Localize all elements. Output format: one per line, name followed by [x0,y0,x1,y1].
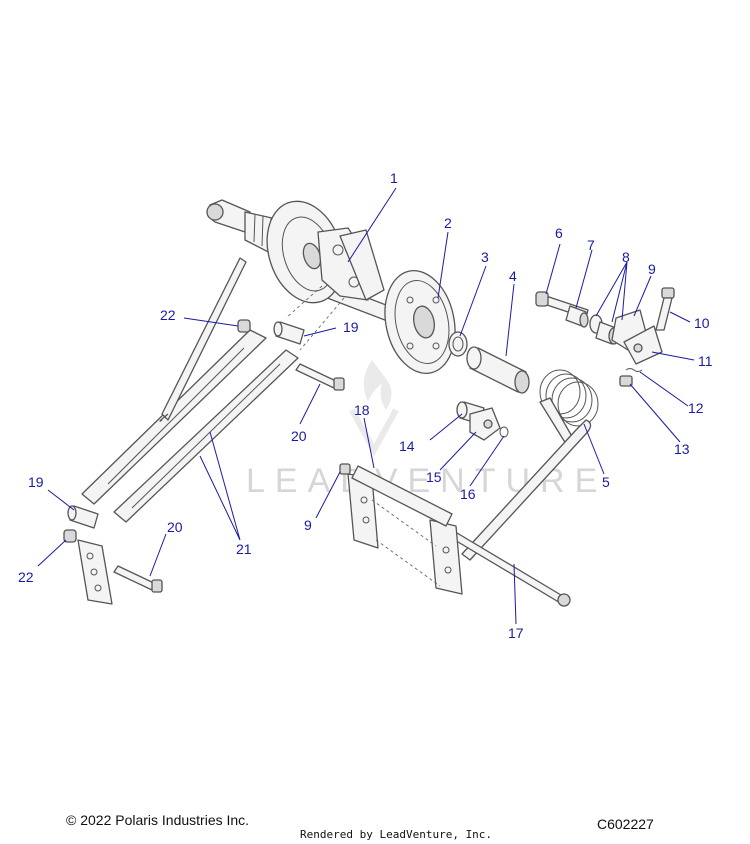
part-16-clip-ring [499,426,509,438]
callout-12: 12 [688,400,704,416]
part-5-torsion-spring [461,369,599,561]
callout-20-upper: 20 [291,428,307,444]
callout-1: 1 [390,170,398,186]
part-11-adjuster-block [623,325,663,365]
callout-14: 14 [399,438,415,454]
callout-9-upper: 9 [648,261,656,277]
watermark-logo-icon [349,360,399,457]
callout-7: 7 [587,237,595,253]
part-22-nut-upper [237,319,251,333]
callout-21: 21 [236,541,252,557]
leader-lines [37,187,695,625]
part-21-rails [77,257,299,605]
callout-13: 13 [674,441,690,457]
callout-3: 3 [481,249,489,265]
callout-22-lower: 22 [18,569,34,585]
part-2-wheel [384,269,456,375]
callout-9-lower: 9 [304,517,312,533]
callout-19-upper: 19 [343,319,359,335]
part-13-nut [619,375,633,387]
part-17-long-pin [447,529,571,607]
callouts: 1 2 3 4 5 6 7 8 9 9 10 11 12 13 14 15 16… [18,170,713,641]
part-4-sleeve [466,346,530,394]
callout-18: 18 [354,402,370,418]
copyright-text: © 2022 Polaris Industries Inc. [66,812,250,828]
callout-22-upper: 22 [160,307,176,323]
part-1-hub-assembly [206,199,421,333]
alignment-lines [285,285,345,351]
rendered-by-text: Rendered by LeadVenture, Inc. [300,828,493,841]
callout-19-lower: 19 [28,474,44,490]
part-10-bolt [655,287,675,331]
callout-17: 17 [508,625,524,641]
part-15-cap [469,407,501,441]
callout-8: 8 [622,249,630,265]
diagram-code: C602227 [597,816,654,832]
part-12-spring [625,368,643,372]
callout-15: 15 [426,469,442,485]
part-18-bracket [347,465,463,595]
callout-20-lower: 20 [167,519,183,535]
callout-16: 16 [460,486,476,502]
callout-2: 2 [444,215,452,231]
part-7-spacer [565,305,589,328]
part-20-bolt-upper [295,363,345,391]
callout-11: 11 [698,353,713,369]
callout-5: 5 [602,474,610,490]
part-3-seal-ring [448,331,468,357]
callout-6: 6 [555,225,563,241]
part-22-nut-lower [63,529,77,543]
part-9-nut [339,463,351,475]
part-19-bushing-upper [273,321,305,345]
callout-10: 10 [694,315,710,331]
part-20-bolt-lower [113,565,163,593]
callout-4: 4 [509,268,517,284]
